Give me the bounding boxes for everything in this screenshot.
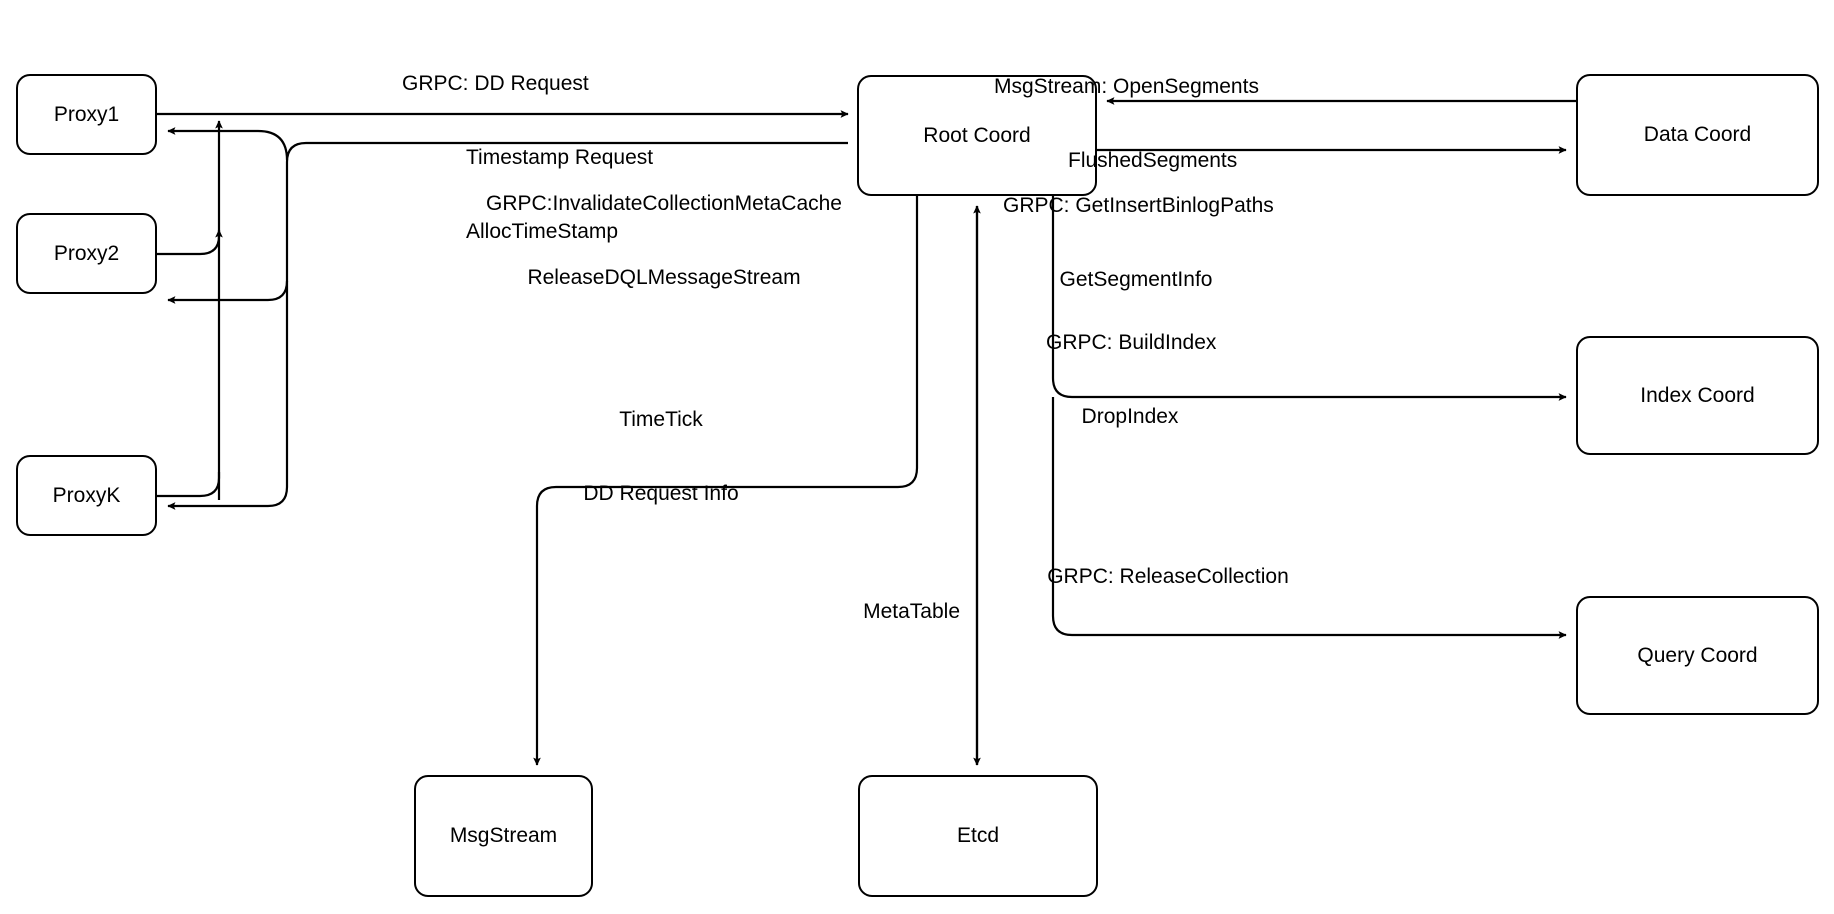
node-root-coord-label: Root Coord	[923, 123, 1031, 147]
edge-label-root-to-indexcoord: GRPC: BuildIndex DropIndex	[1046, 282, 1217, 479]
edge-label-root-to-datacoord: GRPC: GetInsertBinlogPaths GetSegmentInf…	[1003, 145, 1274, 342]
edge-root-to-indexcoord	[1051, 196, 1567, 401]
node-query-coord[interactable]: Query Coord	[1576, 596, 1819, 715]
edge-label-root-to-msgstream-line1: TimeTick	[619, 408, 703, 432]
node-data-coord[interactable]: Data Coord	[1576, 74, 1819, 196]
edge-root-to-msgstream	[533, 196, 919, 766]
node-index-coord-label: Index Coord	[1640, 383, 1755, 407]
edge-label-proxy-to-root-line3: AllocTimeStamp	[466, 219, 619, 243]
node-proxy1[interactable]: Proxy1	[16, 74, 157, 155]
edge-label-root-to-querycoord-line1: GRPC: ReleaseCollection	[1047, 565, 1289, 589]
edge-label-datacoord-to-root: MsgStream: OpenSegments FlushedSegments	[994, 26, 1514, 223]
edge-label-root-to-proxy: GRPC:InvalidateCollectionMetaCache Relea…	[328, 143, 1000, 340]
node-index-coord[interactable]: Index Coord	[1576, 336, 1819, 455]
edge-label-proxy-to-root-line2: Timestamp Request	[466, 145, 654, 169]
edge-label-root-to-msgstream-line2: DD Request Info	[583, 481, 739, 505]
edge-label-proxy-to-root-line1: GRPC: DD Request	[402, 72, 589, 96]
edge-label-datacoord-to-root-line1: MsgStream: OpenSegments	[994, 75, 1259, 99]
node-proxyk[interactable]: ProxyK	[16, 455, 157, 536]
edge-proxy2-to-trunk	[157, 229, 223, 256]
node-proxy1-label: Proxy1	[53, 102, 120, 126]
edge-proxyk-to-trunk	[157, 472, 221, 498]
edge-root-to-proxy1	[167, 127, 289, 161]
edge-label-root-to-indexcoord-line2: DropIndex	[1081, 404, 1179, 428]
node-etcd-label: Etcd	[956, 824, 1000, 848]
node-query-coord-label: Query Coord	[1637, 643, 1758, 667]
edge-label-root-to-msgstream: TimeTick DD Request Info	[541, 359, 781, 556]
edge-label-root-to-proxy-line1: GRPC:InvalidateCollectionMetaCache	[485, 192, 842, 216]
edge-label-root-to-proxy-line2: ReleaseDQLMessageStream	[527, 265, 801, 289]
edge-label-root-to-etcd: MetaTable	[735, 551, 960, 674]
node-msgstream-label: MsgStream	[449, 824, 558, 848]
node-msgstream[interactable]: MsgStream	[414, 775, 593, 897]
edge-label-root-to-querycoord: GRPC: ReleaseCollection	[1033, 516, 1303, 639]
edge-label-root-to-datacoord-line1: GRPC: GetInsertBinlogPaths	[1003, 194, 1274, 218]
edge-root-to-querycoord	[1051, 397, 1567, 639]
node-etcd[interactable]: Etcd	[858, 775, 1098, 897]
node-proxyk-label: ProxyK	[52, 483, 121, 507]
edge-label-root-to-datacoord-line2: GetSegmentInfo	[1059, 267, 1213, 291]
edge-label-root-to-etcd-line1: MetaTable	[863, 600, 960, 624]
node-proxy2-label: Proxy2	[53, 241, 120, 265]
node-root-coord[interactable]: Root Coord	[857, 75, 1097, 196]
node-proxy2[interactable]: Proxy2	[16, 213, 157, 294]
edge-root-to-proxy-bus	[167, 141, 848, 510]
node-data-coord-label: Data Coord	[1643, 123, 1752, 147]
edge-label-proxy-to-root: GRPC: DD Request Timestamp Request Alloc…	[402, 23, 802, 293]
edge-label-datacoord-to-root-line2: FlushedSegments	[1068, 148, 1238, 172]
edge-root-to-proxy2	[167, 280, 289, 304]
edge-label-root-to-indexcoord-line1: GRPC: BuildIndex	[1046, 331, 1217, 355]
